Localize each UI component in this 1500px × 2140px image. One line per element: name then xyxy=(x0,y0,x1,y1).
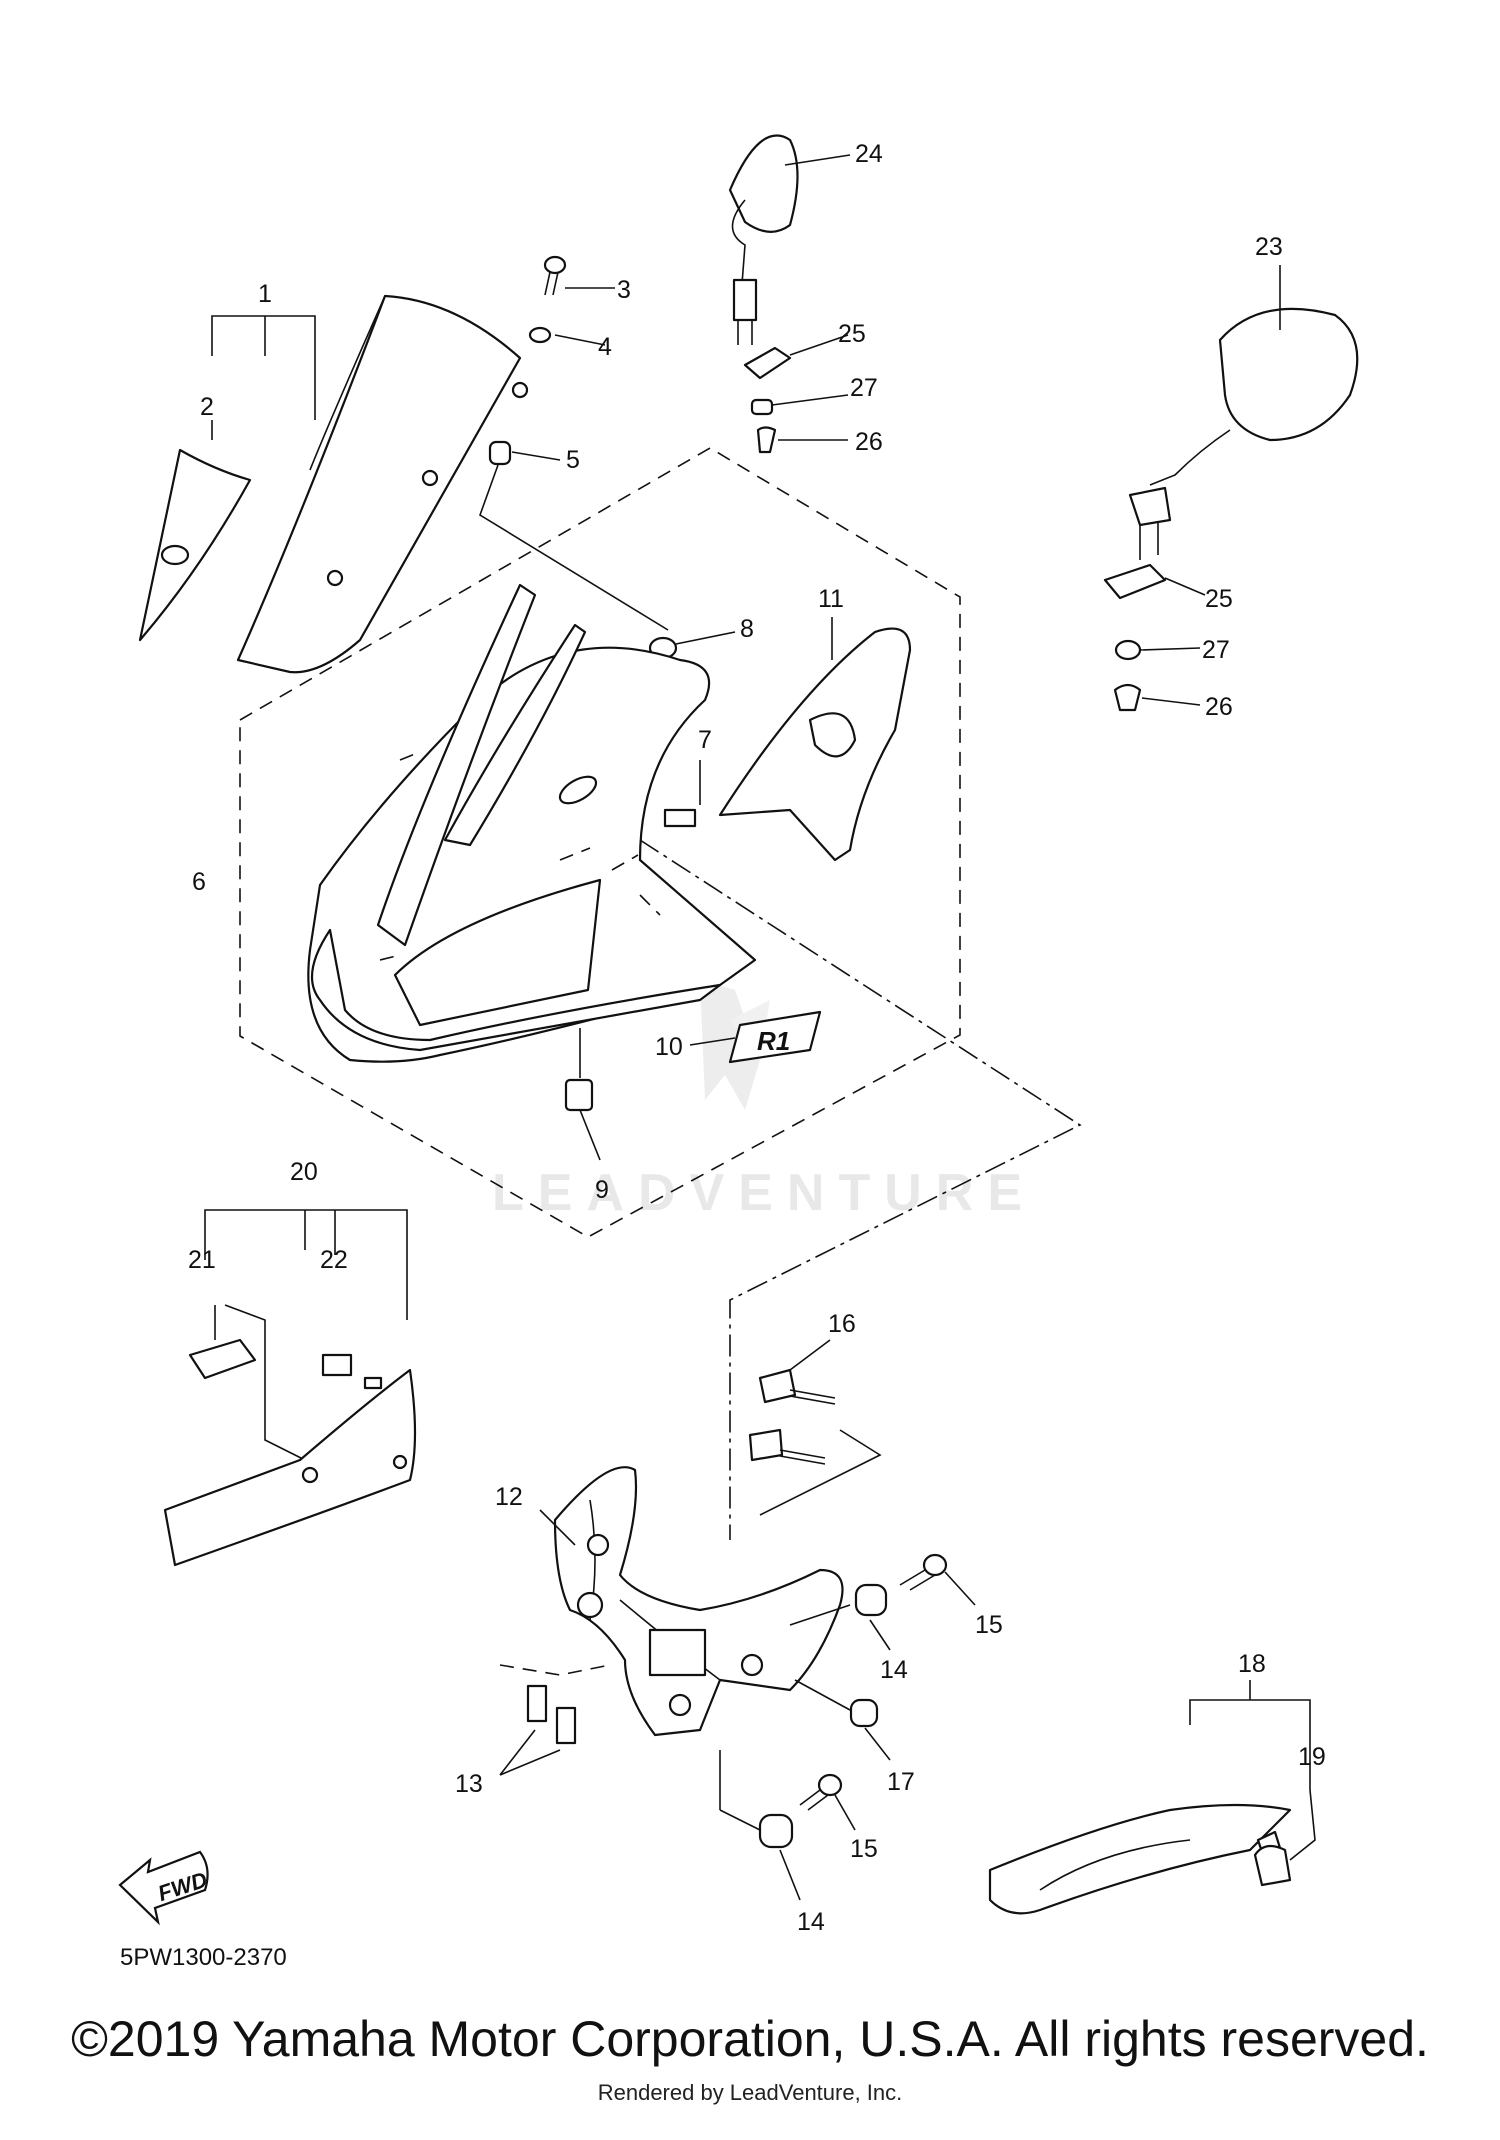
mirror-plate-25a xyxy=(743,346,792,380)
bolt-15a xyxy=(899,1553,948,1591)
chain-line-frame xyxy=(639,839,1082,1540)
cowling-lower-strip xyxy=(310,928,722,1052)
callout-27b: 27 xyxy=(1202,636,1230,664)
air-duct-2 xyxy=(443,623,587,847)
nut-27a xyxy=(750,398,774,416)
headlight-opening xyxy=(393,878,602,1027)
callout-20: 20 xyxy=(290,1158,318,1186)
washer-4 xyxy=(528,326,552,344)
rendered-by-notice: Rendered by LeadVenture, Inc. xyxy=(597,2080,903,2105)
fwd-arrow-icon: FWD xyxy=(118,1850,210,1926)
copyright-notice: ©2019 Yamaha Motor Corporation, U.S.A. A… xyxy=(71,2011,1429,2067)
air-duct xyxy=(376,583,537,947)
callout-24: 24 xyxy=(855,140,883,168)
callout-15a: 15 xyxy=(975,1611,1003,1639)
cowling-group-box xyxy=(239,447,961,1238)
bracket-1 xyxy=(211,315,316,420)
callout-25a: 25 xyxy=(838,320,866,348)
nut-26b xyxy=(1113,683,1142,712)
callout-3: 3 xyxy=(617,276,631,304)
callout-8: 8 xyxy=(740,615,754,643)
damper-7 xyxy=(663,808,697,828)
watermark: LEADVENTURE xyxy=(492,980,1036,1222)
clip-9 xyxy=(564,1078,594,1112)
callout-11: 11 xyxy=(818,585,844,613)
callout-13: 13 xyxy=(455,1770,483,1798)
tape-21 xyxy=(188,1338,257,1380)
callout-26a: 26 xyxy=(855,428,883,456)
nut-27b xyxy=(1114,639,1142,661)
emblem-text: R1 xyxy=(757,1026,790,1056)
callout-19: 19 xyxy=(1298,1743,1326,1771)
clip-22 xyxy=(321,1353,353,1377)
callout-15b: 15 xyxy=(850,1835,878,1863)
damper-13a xyxy=(526,1684,548,1723)
callout-6: 6 xyxy=(192,868,206,896)
callout-labels: 1 2 3 4 5 6 7 8 9 10 11 12 13 14 14 15 1… xyxy=(188,140,1326,1936)
callout-5: 5 xyxy=(566,446,580,474)
callout-26b: 26 xyxy=(1205,693,1233,721)
mirror-right-23 xyxy=(1128,307,1359,560)
callout-23: 23 xyxy=(1255,233,1283,261)
leader-5-chain xyxy=(479,464,669,631)
mirror-plate-25b xyxy=(1103,563,1167,600)
callout-7: 7 xyxy=(698,726,712,754)
callout-27a: 27 xyxy=(850,374,878,402)
callout-14b: 14 xyxy=(797,1908,825,1936)
callout-4: 4 xyxy=(598,333,612,361)
windscreen xyxy=(236,294,522,674)
collar-14b xyxy=(758,1813,794,1849)
callout-14a: 14 xyxy=(880,1656,908,1684)
grommet-5 xyxy=(488,440,512,466)
nut-26a xyxy=(756,426,777,454)
callout-1: 1 xyxy=(258,280,272,308)
watermark-text: LEADVENTURE xyxy=(492,1164,1036,1222)
emblem-10: R1 xyxy=(728,1010,822,1064)
under-cover-18 xyxy=(988,1803,1292,1915)
callout-21: 21 xyxy=(188,1246,216,1274)
clip-19 xyxy=(1253,1844,1292,1887)
callout-18: 18 xyxy=(1238,1650,1266,1678)
collar-14a xyxy=(854,1583,888,1617)
mirror-left-24 xyxy=(728,134,799,345)
inner-panel-20 xyxy=(163,1368,417,1567)
callout-12: 12 xyxy=(495,1483,523,1511)
callout-9: 9 xyxy=(595,1176,609,1204)
callout-2: 2 xyxy=(200,393,214,421)
screw-3 xyxy=(543,255,567,296)
callout-25b: 25 xyxy=(1205,585,1233,613)
bolts-16 xyxy=(748,1368,836,1465)
inner-panel-2 xyxy=(138,448,252,642)
diagram-code: 5PW1300-2370 xyxy=(120,1944,287,1971)
callout-17: 17 xyxy=(887,1768,915,1796)
bolt-15b xyxy=(799,1773,843,1811)
callout-16: 16 xyxy=(828,1310,856,1338)
cowling-stay-12 xyxy=(553,1466,844,1737)
callout-10: 10 xyxy=(655,1033,683,1061)
collar-17 xyxy=(849,1698,879,1728)
callout-22: 22 xyxy=(320,1246,348,1274)
damper-13b xyxy=(555,1706,577,1745)
